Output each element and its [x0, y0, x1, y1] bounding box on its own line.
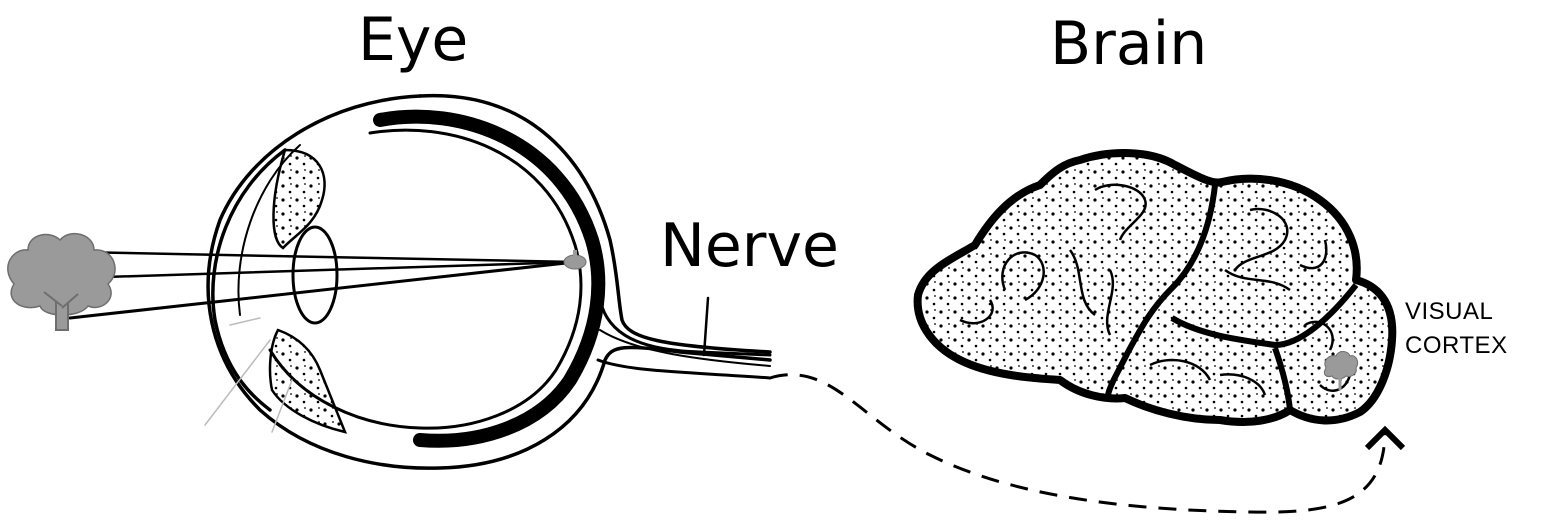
eye-illustration: [70, 96, 770, 469]
retina-tree-icon: [564, 250, 586, 269]
visual-cortex-label-line1: VISUAL: [1405, 298, 1493, 326]
visual-cortex-label-line2: CORTEX: [1405, 332, 1508, 360]
brain-outline: [918, 153, 1393, 422]
nerve-label: Nerve: [660, 216, 839, 276]
brain-illustration: [918, 153, 1393, 422]
iris-lower: [270, 330, 345, 432]
lens: [293, 227, 337, 323]
eye-label: Eye: [358, 10, 468, 70]
brain-label: Brain: [1050, 14, 1207, 74]
